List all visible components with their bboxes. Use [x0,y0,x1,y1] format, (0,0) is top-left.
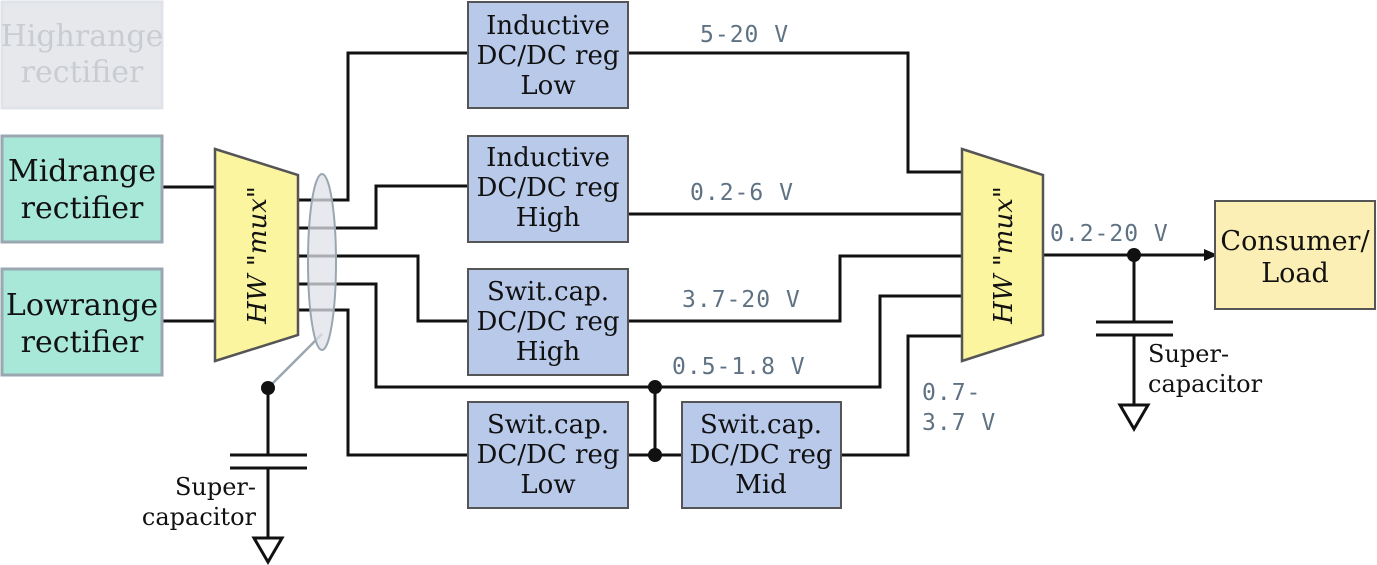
bus-grouping-ellipse [307,173,337,351]
lowrange-rectifier-line2: rectifier [21,325,144,360]
ind-low-line2: DC/DC reg [477,41,620,71]
midrange-rectifier-line1: Midrange [8,154,156,189]
highrange-rectifier: Highrange rectifier [0,0,164,110]
sc-mid-line3: Mid [735,470,787,500]
voltage-ind-high: 0.2-6 V [690,180,794,206]
left-supercap-label-line1: Super- [175,473,256,501]
left-mux-label: HW "mux" [243,186,273,325]
sc-mid-line1: Swit.cap. [700,410,822,440]
left-supercapacitor: Super- capacitor [142,333,323,565]
right-supercap-label-line2: capacitor [1148,370,1263,398]
consumer-load: Consumer/ Load [1214,200,1376,310]
midrange-rectifier-line2: rectifier [21,191,144,226]
ind-low-line1: Inductive [486,11,610,41]
highrange-rectifier-line2: rectifier [21,55,144,90]
right-hw-mux: HW "mux" [960,147,1045,363]
sc-high-line3: High [516,337,581,367]
switched-cap-regulator-high: Swit.cap. DC/DC reg High [467,268,629,376]
ind-high-line2: DC/DC reg [477,173,620,203]
sc-low-line2: DC/DC reg [477,440,620,470]
junction-dot [648,380,662,394]
lowrange-rectifier: Lowrange rectifier [0,267,164,377]
load-line2: Load [1261,258,1329,289]
midrange-rectifier: Midrange rectifier [0,134,164,244]
left-hw-mux: HW "mux" [213,147,300,363]
sc-high-line2: DC/DC reg [477,307,620,337]
voltage-sc-low: 0.5-1.8 V [672,354,806,380]
sc-low-line3: Low [520,470,575,500]
right-mux-label: HW "mux" [989,186,1019,325]
sc-low-line1: Swit.cap. [487,410,609,440]
lowrange-rectifier-line1: Lowrange [6,288,158,323]
highrange-rectifier-line1: Highrange [1,19,164,54]
load-line1: Consumer/ [1220,226,1370,257]
voltage-sc-mid-line1: 0.7- [922,380,981,406]
right-supercap-label-line1: Super- [1148,340,1229,368]
right-supercapacitor: Super- capacitor [1096,255,1263,432]
junction-dot [648,448,662,462]
ind-high-line3: High [516,203,581,233]
ind-high-line1: Inductive [486,143,610,173]
left-supercap-label-line2: capacitor [142,503,257,531]
sc-mid-line2: DC/DC reg [690,440,833,470]
ind-low-line3: Low [520,71,575,101]
voltage-ind-low: 5-20 V [700,22,789,48]
sc-high-line1: Swit.cap. [487,277,609,307]
voltage-output: 0.2-20 V [1050,221,1169,247]
inductive-regulator-high: Inductive DC/DC reg High [467,135,629,243]
switched-cap-regulator-mid: Swit.cap. DC/DC reg Mid [681,401,842,509]
inductive-regulator-low: Inductive DC/DC reg Low [467,1,629,109]
voltage-sc-mid-line2: 3.7 V [922,410,996,436]
switched-cap-regulator-low: Swit.cap. DC/DC reg Low [467,401,629,509]
voltage-sc-high: 3.7-20 V [682,287,801,313]
